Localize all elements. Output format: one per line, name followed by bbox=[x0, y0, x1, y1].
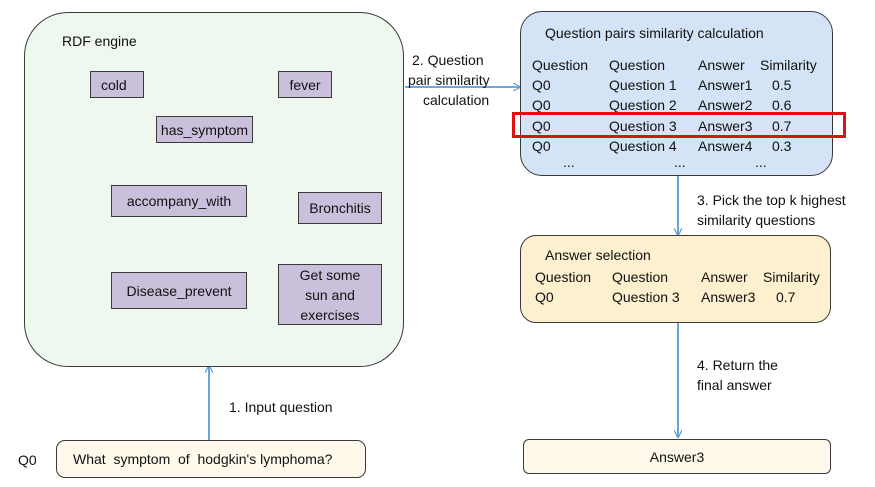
sel-row-question: Question 3 bbox=[612, 289, 680, 305]
node-cold-label: cold bbox=[101, 76, 127, 93]
step-3-line2: similarity questions bbox=[697, 212, 816, 228]
sel-header-similarity: Similarity bbox=[763, 269, 820, 285]
step-1-label: 1. Input question bbox=[229, 399, 333, 415]
similarity-title: Question pairs similarity calculation bbox=[545, 25, 764, 41]
step-4-line1: 4. Return the bbox=[697, 357, 778, 373]
step-3-line1: 3. Pick the top k highest bbox=[697, 192, 846, 208]
sim-row-5-answer: ... bbox=[755, 154, 767, 170]
node-has-symptom-label: has_symptom bbox=[160, 121, 249, 138]
node-fever-label: fever bbox=[289, 76, 321, 93]
sel-row-q0: Q0 bbox=[535, 289, 554, 305]
node-accompany-with[interactable]: accompany_with bbox=[111, 185, 247, 217]
step-2-line1: 2. Question bbox=[412, 52, 484, 68]
node-disease-prevent[interactable]: Disease_prevent bbox=[111, 272, 247, 309]
node-has-symptom[interactable]: has_symptom bbox=[156, 116, 253, 143]
node-fever[interactable]: fever bbox=[278, 71, 332, 98]
sel-header-answer: Answer bbox=[701, 269, 748, 285]
sim-row-2-question: Question 2 bbox=[609, 97, 677, 113]
top-match-highlight bbox=[512, 112, 846, 138]
sim-row-2-q0: Q0 bbox=[532, 97, 551, 113]
node-bronchitis-label: Bronchitis bbox=[309, 200, 371, 216]
sim-row-1-answer: Answer1 bbox=[698, 77, 753, 93]
sel-row-answer: Answer3 bbox=[701, 289, 756, 305]
similarity-panel bbox=[520, 11, 833, 176]
sim-header-question-a: Question bbox=[532, 57, 589, 73]
final-answer-text: Answer3 bbox=[649, 448, 705, 465]
sim-row-3-answer: Answer3 bbox=[698, 118, 753, 134]
sim-row-4-question: Question 4 bbox=[609, 138, 677, 154]
sim-row-3-similarity: 0.7 bbox=[772, 118, 792, 134]
sim-header-answer: Answer bbox=[698, 57, 745, 73]
step-4-line2: final answer bbox=[697, 377, 772, 393]
input-question-box[interactable]: What symptom of hodgkin's lymphoma? bbox=[56, 440, 366, 478]
sim-header-question-b: Question bbox=[609, 57, 666, 73]
sim-row-4-similarity: 0.3 bbox=[772, 138, 792, 154]
node-bronchitis[interactable]: Bronchitis bbox=[298, 192, 382, 224]
sim-row-2-answer: Answer2 bbox=[698, 97, 753, 113]
node-sun-exercise[interactable]: Get some sun and exercises bbox=[278, 264, 382, 325]
node-accompany-with-label: accompany_with bbox=[126, 193, 232, 209]
sim-row-5-q0: ... bbox=[563, 154, 575, 170]
final-answer-box[interactable]: Answer3 bbox=[523, 439, 831, 474]
sim-row-3-q0: Q0 bbox=[532, 118, 551, 134]
node-disease-prevent-label: Disease_prevent bbox=[126, 282, 232, 299]
sim-row-1-q0: Q0 bbox=[532, 77, 551, 93]
node-cold[interactable]: cold bbox=[90, 71, 144, 98]
sel-header-question-b: Question bbox=[612, 269, 669, 285]
step-2-line2: pair similarity bbox=[408, 72, 490, 88]
node-sun-exercise-line3: exercises bbox=[300, 306, 360, 323]
answer-selection-title: Answer selection bbox=[545, 247, 651, 263]
sim-row-1-question: Question 1 bbox=[609, 77, 677, 93]
step-2-line3: calculation bbox=[423, 92, 490, 108]
node-sun-exercise-line1: Get some bbox=[299, 266, 361, 283]
sim-row-4-q0: Q0 bbox=[532, 138, 551, 154]
sim-header-similarity: Similarity bbox=[760, 57, 817, 73]
rdf-engine-title: RDF engine bbox=[62, 33, 137, 49]
sel-header-question-a: Question bbox=[535, 269, 592, 285]
input-question-text: What symptom of hodgkin's lymphoma? bbox=[73, 451, 333, 467]
question-id: Q0 bbox=[18, 452, 37, 468]
sim-row-2-similarity: 0.6 bbox=[772, 97, 792, 113]
sim-row-5-question: ... bbox=[674, 154, 686, 170]
answer-selection-panel bbox=[520, 235, 831, 323]
sel-row-similarity: 0.7 bbox=[776, 289, 796, 305]
sim-row-4-answer: Answer4 bbox=[698, 138, 753, 154]
sim-row-1-similarity: 0.5 bbox=[772, 77, 792, 93]
sim-row-3-question: Question 3 bbox=[609, 118, 677, 134]
node-sun-exercise-line2: sun and bbox=[305, 286, 355, 303]
